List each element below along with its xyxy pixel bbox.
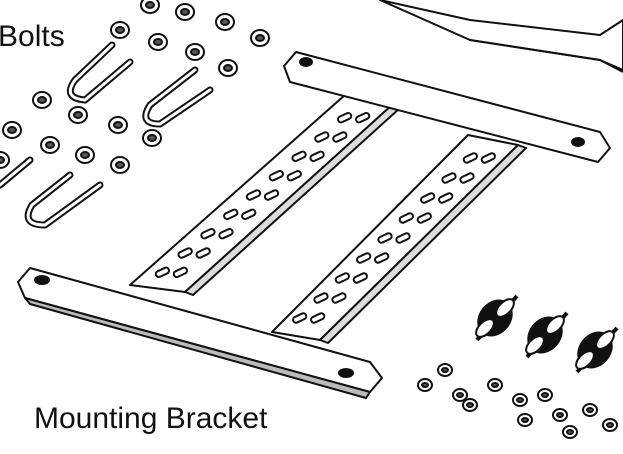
mount-washer xyxy=(595,330,615,350)
nut-hole xyxy=(7,126,17,134)
nut-hole xyxy=(516,397,524,403)
rail-slot xyxy=(154,266,171,279)
bolt-hole xyxy=(299,57,313,67)
bolts-label: Bolts xyxy=(0,20,65,53)
nut-hole xyxy=(145,1,155,9)
rail-slot xyxy=(441,172,457,184)
rail-slot xyxy=(438,192,454,204)
nut-hole xyxy=(115,161,125,169)
rail-slot xyxy=(263,189,280,201)
u-bolt xyxy=(66,41,134,104)
bottom-bar-edge xyxy=(24,297,371,399)
rail-slot xyxy=(354,111,371,124)
nut-hole xyxy=(180,8,190,16)
nut-hole xyxy=(441,367,449,373)
rail-slot xyxy=(241,208,257,221)
rail-slot xyxy=(480,152,496,164)
nut-hole xyxy=(73,111,83,119)
rail-slot xyxy=(200,227,216,240)
rail-slot xyxy=(332,131,348,143)
nut-hole xyxy=(80,151,90,159)
nut-hole xyxy=(220,18,230,26)
nut-hole xyxy=(606,422,614,428)
nut-hole xyxy=(147,134,157,142)
top-cross-bar xyxy=(283,51,611,163)
rail-slot xyxy=(245,189,262,201)
rail-slot xyxy=(292,312,308,324)
mount-washer xyxy=(495,298,515,318)
mount-washer xyxy=(475,318,495,338)
rail-slot xyxy=(336,111,353,124)
rail-slot xyxy=(286,169,302,182)
rail-slot xyxy=(352,272,368,284)
rail-slot xyxy=(356,252,372,264)
rail-slot xyxy=(416,212,432,224)
rail-slot xyxy=(177,247,193,259)
nut-hole xyxy=(223,64,233,72)
nut-hole xyxy=(566,429,574,435)
rail-slot xyxy=(374,252,390,264)
nut-hole xyxy=(255,34,265,42)
nut-hole xyxy=(541,392,549,398)
rail-slot xyxy=(334,272,350,284)
mount-washer xyxy=(525,335,545,355)
rail-slot xyxy=(395,232,411,244)
right-rail-flange xyxy=(319,144,527,344)
rail-slot xyxy=(420,192,436,204)
nut-hole xyxy=(491,382,499,388)
rail-slot xyxy=(398,212,414,224)
rail-slot xyxy=(195,247,211,259)
rail-slot xyxy=(377,232,393,244)
rail-slot xyxy=(223,208,239,221)
panel-edge-lower xyxy=(469,39,623,73)
rail-slot xyxy=(462,152,478,164)
rail-slot xyxy=(313,292,329,304)
bolt-hole xyxy=(338,368,354,378)
mount-washer xyxy=(575,350,595,370)
nut-hole xyxy=(421,382,429,388)
rail-slot xyxy=(314,131,330,143)
mount-washer xyxy=(545,315,565,335)
rail-slot xyxy=(459,172,475,184)
rail-slot xyxy=(291,150,307,163)
nut-hole xyxy=(113,121,123,129)
rail-slot xyxy=(310,312,326,324)
bolt-hole xyxy=(34,275,50,285)
nut-hole xyxy=(0,156,5,164)
rail-slot xyxy=(331,292,347,304)
nut-hole xyxy=(153,38,163,46)
nut-hole xyxy=(456,392,464,398)
nut-hole xyxy=(45,141,55,149)
rail-slot xyxy=(218,227,234,240)
rail-slot xyxy=(309,150,325,163)
nut-hole xyxy=(586,407,594,413)
bolt-hole xyxy=(571,137,585,147)
mounting-bracket-label: Mounting Bracket xyxy=(34,402,268,435)
nut-hole xyxy=(521,417,529,423)
panel-edge xyxy=(379,0,623,71)
rail-slot xyxy=(172,266,189,279)
rail-slot xyxy=(268,169,284,182)
nut-hole xyxy=(115,26,125,34)
nut-hole xyxy=(466,402,474,408)
nut-hole xyxy=(556,412,564,418)
nut-hole xyxy=(190,48,200,56)
nut-hole xyxy=(37,96,47,104)
